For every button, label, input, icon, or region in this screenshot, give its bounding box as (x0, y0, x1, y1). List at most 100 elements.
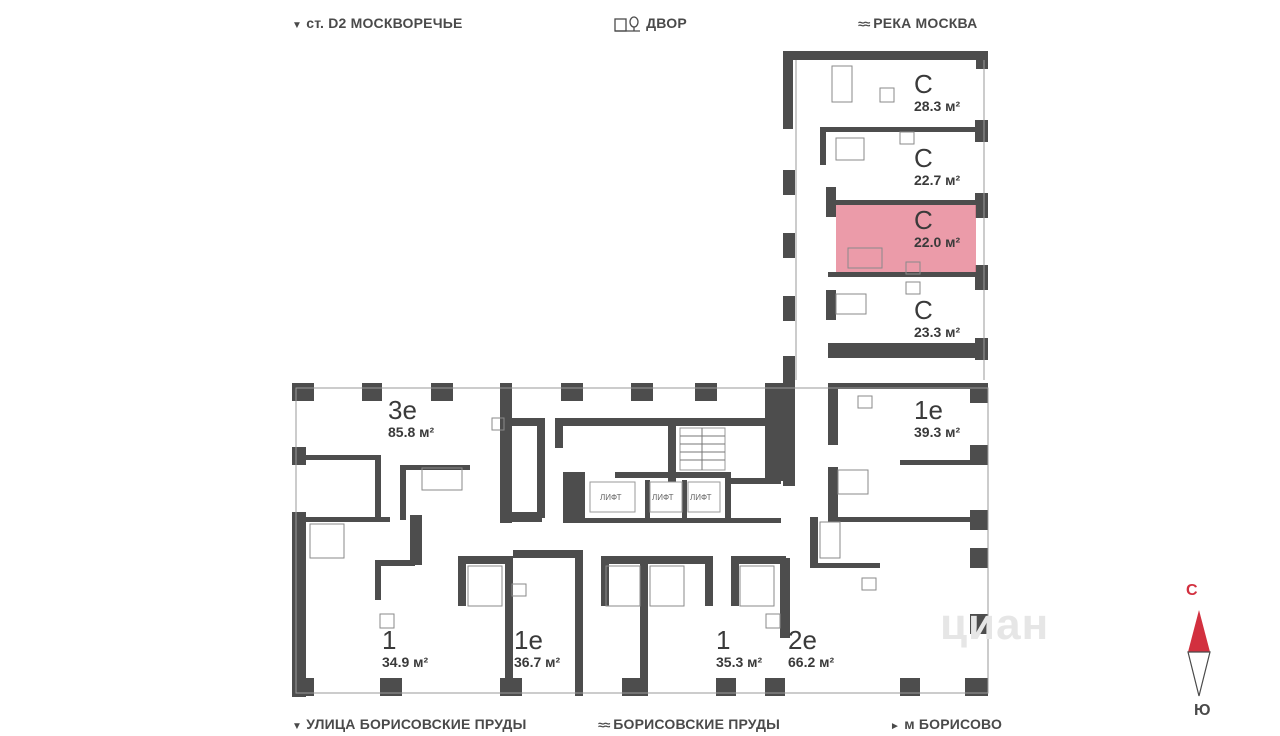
ponds-text: БОРИСОВСКИЕ ПРУДЫ (613, 716, 781, 732)
lift-label: ЛИФТ (652, 493, 674, 502)
apartment-label[interactable]: С 23.3 м² (914, 296, 960, 340)
wall (555, 418, 755, 426)
selected-apartment-highlight[interactable] (836, 205, 976, 272)
apartment-type: 1е (914, 395, 943, 425)
wall (820, 127, 826, 165)
wall (705, 556, 713, 606)
wall (783, 296, 795, 321)
wall (555, 418, 563, 448)
lift-label: ЛИФТ (600, 493, 622, 502)
waves-icon: ≈≈ (858, 17, 870, 31)
wall (505, 556, 513, 696)
wall (375, 455, 381, 518)
apartment-label[interactable]: 1 35.3 м² (716, 626, 762, 670)
wall (731, 556, 786, 564)
wall (970, 548, 988, 568)
triangle-down-icon: ▼ (292, 20, 303, 31)
apartment-area: 23.3 м² (914, 324, 961, 340)
wall (458, 556, 513, 564)
wall (645, 480, 650, 520)
wall (640, 556, 648, 696)
apartment-area: 85.8 м² (388, 424, 435, 440)
wall (975, 338, 988, 360)
wall (765, 383, 795, 481)
lift-shaft (649, 481, 683, 513)
wall (828, 200, 976, 205)
apartment-area: 28.3 м² (914, 98, 961, 114)
wall (970, 383, 988, 403)
apartment-label[interactable]: С 22.0 м² (914, 206, 960, 250)
wall (695, 383, 717, 401)
station-label: ▼ ст. D2 МОСКВОРЕЧЬЕ (292, 15, 463, 31)
wall (900, 460, 975, 465)
wall (431, 383, 453, 401)
wall (975, 265, 988, 290)
wall (410, 515, 422, 565)
wall (668, 426, 676, 482)
wall (765, 678, 785, 696)
wall (970, 614, 988, 634)
ponds-label: ≈≈ БОРИСОВСКИЕ ПРУДЫ (598, 716, 780, 732)
apartment-type: 3е (388, 395, 417, 425)
wall (682, 480, 687, 520)
watermark-logo: циан (940, 600, 1050, 649)
apartment-label[interactable]: 1е 36.7 м² (514, 626, 560, 670)
wall (783, 170, 795, 195)
wall (561, 383, 583, 401)
lift-shaft (589, 481, 636, 513)
apartment-type: С (914, 69, 933, 99)
waves-icon: ≈≈ (598, 718, 610, 732)
apartment-label[interactable]: 2е 66.2 м² (788, 626, 834, 670)
apartment-label[interactable]: 1 34.9 м² (382, 626, 428, 670)
wall (362, 383, 382, 401)
building-outline (295, 387, 989, 694)
wall (292, 678, 314, 696)
lift-shaft (687, 481, 721, 513)
wall (500, 418, 545, 426)
river-text: РЕКА МОСКВА (873, 15, 978, 31)
apartment-area: 39.3 м² (914, 424, 961, 440)
wall (750, 418, 775, 426)
triangle-down-icon: ▼ (292, 721, 303, 732)
compass-south-label: Ю (1194, 702, 1211, 719)
apartment-label[interactable]: 3е 85.8 м² (388, 396, 434, 440)
wall (828, 272, 976, 277)
apartment-label[interactable]: 1е 39.3 м² (914, 396, 960, 440)
wall (575, 550, 583, 696)
wall (828, 517, 988, 522)
wall (622, 678, 644, 696)
wall (828, 383, 988, 389)
wall (810, 517, 818, 567)
wall (975, 120, 988, 142)
wall (780, 558, 790, 638)
wall (783, 51, 793, 129)
triangle-right-icon: ► (890, 721, 901, 732)
apartment-area: 22.7 м² (914, 172, 961, 188)
apartment-label[interactable]: С 22.7 м² (914, 144, 960, 188)
wall (513, 550, 580, 558)
apartment-label[interactable]: С 28.3 м² (914, 70, 960, 114)
wall (563, 472, 585, 522)
wall (500, 678, 522, 696)
wall (731, 478, 781, 484)
apartment-type: 1 (382, 625, 397, 655)
metro-label: ► м БОРИСОВО (890, 716, 1002, 732)
yard-text: ДВОР (646, 15, 687, 31)
wall (615, 472, 725, 478)
wall (292, 512, 306, 697)
wall (375, 560, 415, 566)
wall (300, 517, 390, 522)
wall (828, 343, 976, 358)
wall (731, 556, 739, 606)
apartment-area: 66.2 м² (788, 654, 835, 670)
wall (563, 518, 781, 523)
wall (400, 465, 406, 520)
wall (970, 510, 988, 530)
wall (820, 127, 976, 132)
wall (300, 455, 380, 460)
apartment-area: 35.3 м² (716, 654, 763, 670)
wall (976, 51, 988, 69)
apartment-type: С (914, 205, 933, 235)
wall (458, 556, 466, 606)
apartment-area: 34.9 м² (382, 654, 429, 670)
